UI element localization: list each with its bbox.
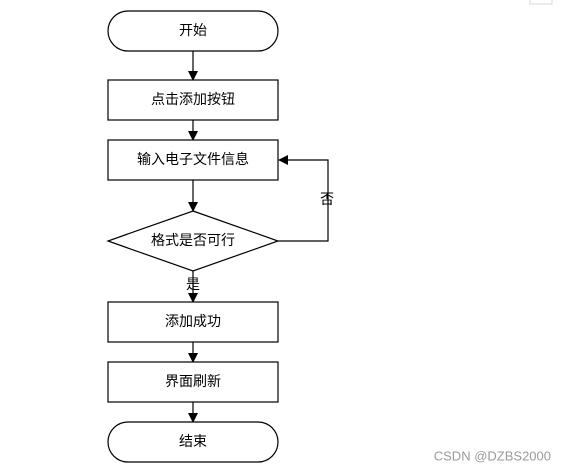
process-interface-refresh-label: 界面刷新	[165, 374, 221, 390]
arrow-no-loop-back	[278, 155, 329, 242]
process-input-document-info: 输入电子文件信息	[107, 139, 279, 181]
process-add-success-label: 添加成功	[165, 314, 221, 330]
watermark: CSDN @DZBS2000	[434, 448, 551, 463]
process-click-add-button-label: 点击添加按钮	[151, 92, 235, 108]
end-node-label: 结束	[179, 434, 207, 450]
process-input-document-info-label: 输入电子文件信息	[137, 151, 249, 168]
process-interface-refresh: 界面刷新	[107, 361, 279, 403]
branch-label-no: 否	[320, 192, 334, 208]
branch-label-yes: 是	[186, 277, 200, 293]
decision-format-valid: 格式是否可行	[106, 210, 280, 272]
start-node-label: 开始	[179, 23, 207, 39]
process-add-success: 添加成功	[107, 301, 279, 343]
process-click-add-button: 点击添加按钮	[107, 79, 279, 121]
decision-format-valid-label: 格式是否可行	[151, 233, 235, 249]
corner-mark	[529, 0, 553, 5]
start-node: 开始	[107, 10, 279, 52]
end-node: 结束	[107, 421, 279, 463]
